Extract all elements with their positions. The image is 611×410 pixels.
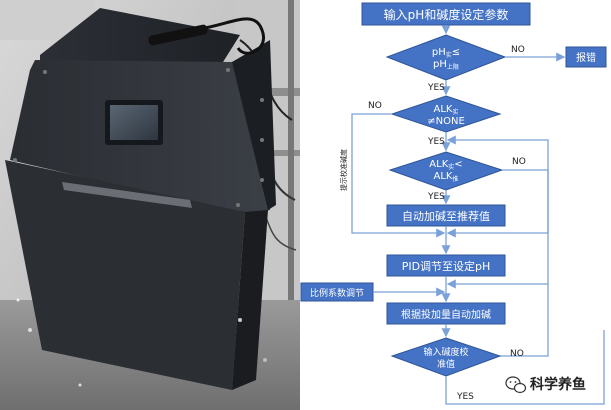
device-photo: [0, 0, 300, 410]
cabinet-handle: [62, 182, 192, 208]
bolt: [260, 138, 264, 142]
label-yes: YES: [427, 83, 445, 93]
device-side-panel: [232, 40, 276, 210]
bolt: [260, 178, 264, 182]
connector-yes-calibration: [445, 330, 605, 405]
pid-label: PID调节至设定pH: [402, 259, 491, 273]
device-lower-side: [232, 210, 268, 390]
floor-debris: [263, 358, 267, 362]
label-no: NO: [512, 157, 526, 167]
bolt: [260, 98, 264, 102]
probe-cable: [204, 17, 266, 55]
floor-debris: [238, 318, 242, 322]
decision-ph-line2: pH上限: [433, 59, 459, 71]
bolt: [43, 70, 47, 74]
label-no: NO: [368, 101, 382, 111]
connector-loop-top: [446, 135, 549, 284]
dose-by-amount-label: 根据投加量自动加碱: [401, 308, 491, 321]
auto-dose-label: 自动加碱至推荐值: [402, 209, 490, 223]
connector-loop-bottom: [446, 279, 549, 357]
floor-debris: [28, 328, 32, 332]
background-rack-post: [288, 0, 294, 310]
bolt: [13, 158, 17, 162]
report-error-box: [565, 46, 607, 68]
floor-debris: [16, 298, 20, 302]
connector-no-left: [351, 113, 446, 238]
flowchart: 输入pH和碱度设定参数 pH实≤ pH上限 NO 报错 YES ALK实 ≠NO…: [300, 2, 607, 405]
device-top: [40, 8, 240, 70]
decision-alk-none-line2: ≠NONE: [427, 116, 465, 127]
connector-no-right: [446, 169, 549, 238]
label-yes: YES: [427, 137, 445, 147]
bolt: [226, 68, 230, 72]
bolt: [236, 203, 240, 207]
decision-calibration-line2: 准值: [437, 358, 455, 370]
label-no: NO: [510, 349, 524, 359]
decision-ph-line1: pH实≤: [432, 47, 460, 59]
report-error-label: 报错: [576, 51, 596, 64]
label-yes: YES: [456, 392, 474, 402]
device-lower-cabinet: [5, 160, 245, 390]
probe: [148, 24, 208, 46]
watermark: 科学养鱼: [505, 376, 586, 394]
wechat-icon: [505, 376, 527, 394]
decision-alk-none-line1: ALK实: [434, 104, 459, 116]
label-no: NO: [511, 45, 525, 55]
device-display-screen: [110, 105, 158, 140]
side-label: 提示校准碱度: [339, 149, 348, 191]
ratio-label: 比例系数调节: [310, 287, 364, 299]
decision-alk-compare-line1: ALK实<: [429, 159, 462, 171]
decision-calibration-line1: 输入碱度校: [423, 346, 468, 358]
decision-alk-compare-line2: ALK推: [434, 171, 459, 183]
start-box-label: 输入pH和碱度设定参数: [384, 7, 509, 22]
floor-debris: [78, 383, 82, 387]
watermark-text: 科学养鱼: [530, 376, 586, 393]
label-yes: YES: [427, 192, 445, 202]
